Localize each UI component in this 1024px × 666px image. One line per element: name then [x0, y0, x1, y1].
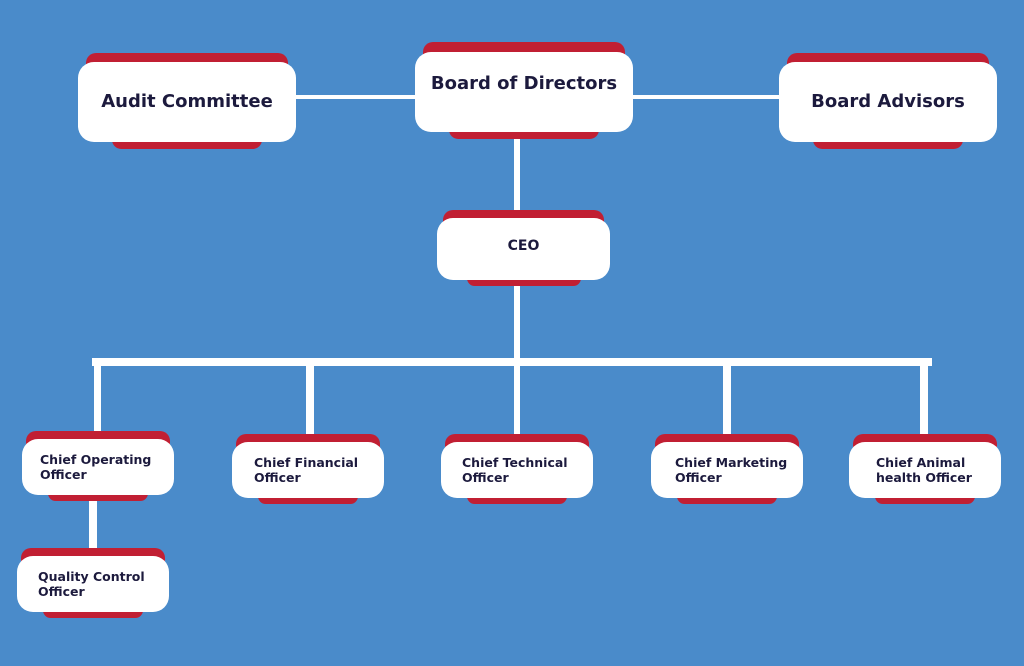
connector-drop-caho [920, 362, 928, 440]
board-advisors-card: Board Advisors [779, 62, 997, 142]
connector-drop-cmo [723, 362, 731, 440]
chief-operating-officer-label: Chief Operating Officer [40, 452, 152, 482]
connector-board-ceo [514, 130, 520, 212]
ceo-node: CEO [437, 210, 610, 286]
chief-operating-officer-node: Chief Operating Officer [22, 431, 174, 501]
audit-committee-node: Audit Committee [78, 53, 296, 149]
chief-technical-officer-label: Chief Technical Officer [462, 455, 568, 485]
board-of-directors-card: Board of Directors [415, 52, 633, 132]
chief-technical-officer-card: Chief Technical Officer [441, 442, 593, 498]
chief-marketing-officer-label: Chief Marketing Officer [675, 455, 788, 485]
audit-committee-card: Audit Committee [78, 62, 296, 142]
ceo-label: CEO [507, 237, 540, 254]
chief-financial-officer-node: Chief Financial Officer [232, 434, 384, 504]
connector-drop-coo [94, 362, 101, 438]
connector-drop-cfo [306, 362, 314, 440]
connector-coo-qco [89, 492, 97, 550]
chief-animal-health-officer-label: Chief Animal health Officer [876, 455, 972, 485]
board-of-directors-label: Board of Directors [430, 73, 618, 95]
chief-operating-officer-card: Chief Operating Officer [22, 439, 174, 495]
chief-animal-health-officer-node: Chief Animal health Officer [849, 434, 1001, 504]
chief-financial-officer-label: Chief Financial Officer [254, 455, 359, 485]
connector-horizontal-bus [92, 358, 932, 366]
board-advisors-label: Board Advisors [811, 91, 965, 113]
connector-board-advisors [632, 95, 780, 99]
board-of-directors-node: Board of Directors [415, 42, 633, 139]
quality-control-officer-node: Quality Control Officer [17, 548, 169, 618]
chief-marketing-officer-card: Chief Marketing Officer [651, 442, 803, 498]
chief-financial-officer-card: Chief Financial Officer [232, 442, 384, 498]
ceo-card: CEO [437, 218, 610, 280]
chief-animal-health-officer-card: Chief Animal health Officer [849, 442, 1001, 498]
quality-control-officer-label: Quality Control Officer [38, 569, 145, 599]
quality-control-officer-card: Quality Control Officer [17, 556, 169, 612]
audit-committee-label: Audit Committee [101, 91, 273, 113]
board-advisors-node: Board Advisors [779, 53, 997, 149]
chief-marketing-officer-node: Chief Marketing Officer [651, 434, 803, 504]
chief-technical-officer-node: Chief Technical Officer [441, 434, 593, 504]
connector-ceo-bus [514, 278, 520, 362]
connector-audit-board [294, 95, 416, 99]
connector-drop-cto [514, 362, 520, 440]
